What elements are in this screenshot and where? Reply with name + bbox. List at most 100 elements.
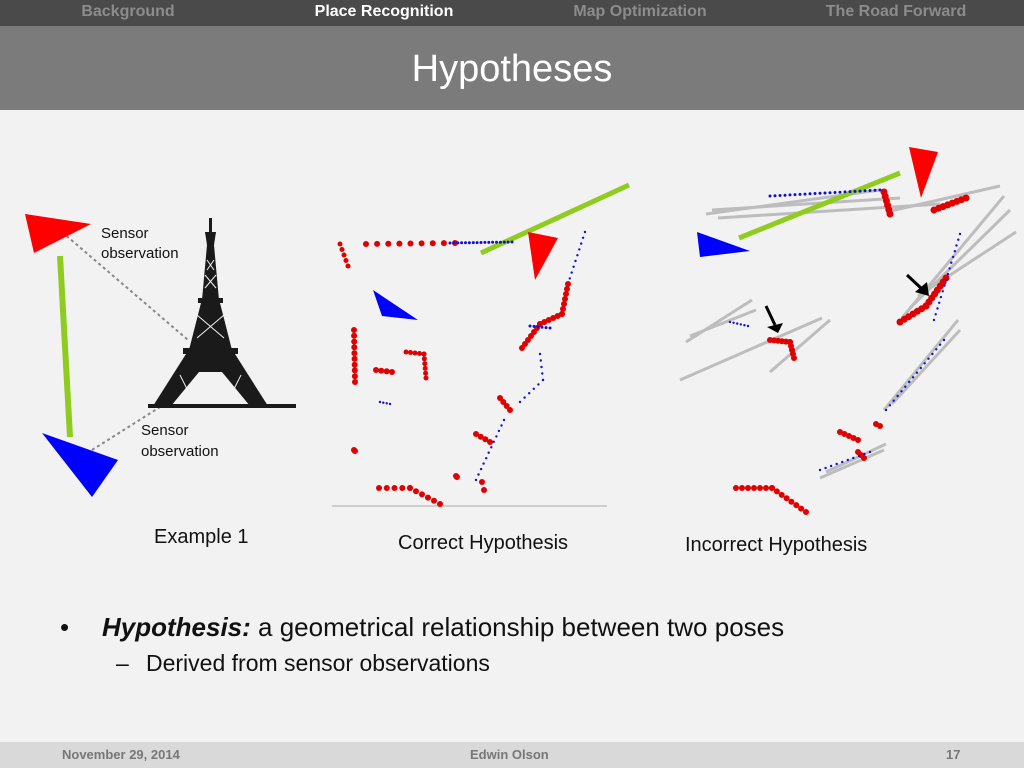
nav-item-place-recognition[interactable]: Place Recognition bbox=[314, 3, 454, 20]
scan-point bbox=[403, 349, 409, 355]
scan-point bbox=[460, 241, 464, 245]
scan-point bbox=[896, 318, 904, 326]
scan-point bbox=[739, 485, 745, 491]
scan-point bbox=[500, 399, 507, 405]
scan-point bbox=[510, 240, 514, 244]
scan-point bbox=[351, 327, 357, 333]
scan-point bbox=[448, 241, 452, 245]
scan-point bbox=[927, 357, 930, 360]
bullet-term: Hypothesis: bbox=[102, 612, 251, 642]
scan-point bbox=[399, 485, 406, 491]
scan-point bbox=[481, 487, 487, 493]
sensor-label-bottom-1: Sensor bbox=[141, 422, 189, 439]
scan-point bbox=[583, 230, 587, 234]
scan-point bbox=[497, 395, 503, 401]
footer-date: November 29, 2014 bbox=[62, 747, 180, 762]
scan-point bbox=[852, 456, 855, 460]
scan-point bbox=[532, 324, 536, 328]
scan-point bbox=[479, 467, 483, 471]
scan-point bbox=[732, 321, 735, 324]
bullet-list: • Hypothesis: a geometrical relationship… bbox=[60, 612, 1000, 682]
scan-point bbox=[560, 306, 566, 312]
sub-bullet-dash: – bbox=[116, 650, 129, 676]
incorrect-scan-points bbox=[728, 188, 970, 515]
scan-point bbox=[941, 290, 944, 293]
scan-point bbox=[823, 191, 827, 195]
scan-point bbox=[396, 240, 403, 247]
nav-item-map-optimization[interactable]: Map Optimization bbox=[573, 3, 707, 20]
pose-link-line bbox=[57, 255, 73, 438]
scan-point bbox=[828, 191, 832, 195]
scan-point bbox=[418, 240, 425, 247]
scan-point bbox=[541, 372, 544, 375]
scan-point bbox=[791, 355, 797, 361]
scan-point bbox=[769, 485, 775, 491]
page-number: 17 bbox=[946, 747, 961, 762]
scan-point bbox=[391, 485, 398, 491]
scan-point bbox=[507, 407, 513, 413]
scan-point bbox=[908, 380, 911, 384]
scan-point bbox=[528, 324, 532, 328]
scan-point bbox=[838, 190, 842, 194]
scan-point bbox=[503, 403, 510, 409]
scan-point bbox=[385, 402, 388, 405]
scan-point bbox=[946, 272, 950, 276]
scan-point bbox=[539, 359, 542, 362]
nav-item-the-road-forward[interactable]: The Road Forward bbox=[825, 3, 967, 20]
scan-point bbox=[383, 368, 390, 375]
scan-point bbox=[506, 240, 510, 244]
scan-point bbox=[548, 326, 552, 330]
scan-point bbox=[841, 460, 844, 464]
scan-point bbox=[850, 435, 857, 441]
scan-point bbox=[841, 431, 848, 437]
scan-point bbox=[900, 390, 903, 393]
bullet-item: • Hypothesis: a geometrical relationship… bbox=[60, 612, 1000, 648]
incorrect-red-pose bbox=[909, 147, 938, 198]
sub-bullet-text: Derived from sensor observations bbox=[146, 650, 490, 676]
scan-point bbox=[490, 446, 493, 449]
scan-point bbox=[412, 350, 418, 356]
scan-point bbox=[540, 325, 544, 329]
correct-blue-pose bbox=[373, 290, 418, 320]
scan-point bbox=[803, 192, 807, 196]
scan-point bbox=[497, 429, 501, 433]
scan-point bbox=[743, 324, 746, 327]
scan-point bbox=[417, 351, 422, 356]
scan-point bbox=[868, 189, 872, 192]
scan-point bbox=[934, 313, 937, 316]
bullet-dot: • bbox=[60, 612, 70, 642]
scan-point bbox=[388, 402, 392, 406]
nav-item-background[interactable]: Background bbox=[81, 3, 175, 20]
scan-point bbox=[345, 263, 351, 269]
scan-point bbox=[565, 281, 571, 287]
scan-point bbox=[475, 241, 479, 245]
scan-point bbox=[341, 252, 347, 258]
scan-point bbox=[562, 296, 568, 302]
scan-point bbox=[773, 488, 780, 495]
scan-point bbox=[498, 240, 502, 244]
scan-point bbox=[502, 418, 506, 422]
scan-point bbox=[935, 348, 938, 351]
scan-point bbox=[374, 240, 381, 247]
scan-point bbox=[915, 371, 919, 374]
scan-point bbox=[487, 240, 491, 244]
scan-point bbox=[848, 190, 852, 194]
scan-point bbox=[818, 191, 822, 195]
scan-point bbox=[955, 244, 958, 247]
sensor-label-top-2: observation bbox=[101, 245, 179, 262]
title-bar bbox=[0, 26, 1024, 110]
scan-point bbox=[495, 435, 498, 438]
scan-point bbox=[419, 491, 425, 498]
scan-point bbox=[886, 210, 894, 218]
scan-point bbox=[437, 501, 443, 507]
scan-point bbox=[495, 240, 498, 244]
scan-point bbox=[884, 408, 888, 412]
scan-point bbox=[931, 352, 934, 356]
scan-point bbox=[896, 394, 899, 398]
scan-point bbox=[454, 474, 460, 480]
caption-incorrect-hypothesis: Incorrect Hypothesis bbox=[685, 534, 868, 556]
scan-point bbox=[932, 318, 936, 322]
scan-point bbox=[818, 468, 822, 472]
scan-point bbox=[888, 404, 892, 407]
scan-point bbox=[580, 242, 583, 245]
